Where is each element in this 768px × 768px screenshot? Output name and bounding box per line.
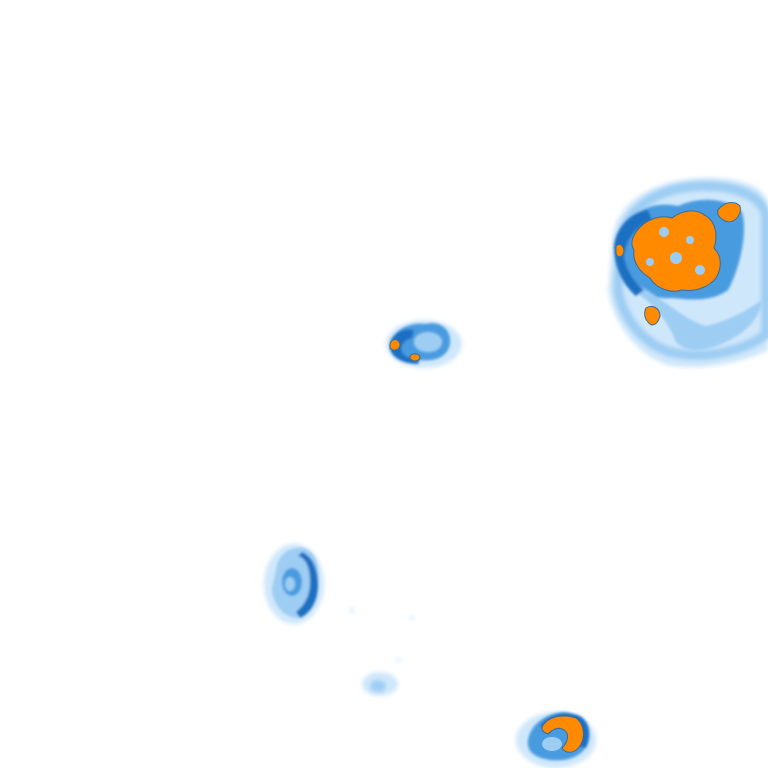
- core-hole: [646, 258, 654, 266]
- faint-dot: [396, 658, 400, 662]
- large-cluster-top-right: [608, 177, 768, 368]
- faint-dot: [350, 608, 354, 612]
- core-hole: [695, 265, 705, 275]
- faint-speck-light: [370, 680, 386, 692]
- faint-dot: [410, 616, 414, 620]
- large-cluster-lower-lace: [632, 286, 762, 351]
- small-cluster-deep: [389, 329, 420, 364]
- large-cluster-deep-edge: [614, 210, 652, 296]
- large-cluster-core-fragment-c: [615, 243, 625, 258]
- core-hole: [670, 252, 682, 264]
- cluster-bottom-center: [516, 712, 596, 768]
- small-cluster-core-a: [389, 339, 401, 351]
- small-cluster-core-b: [409, 353, 421, 362]
- small-cluster-center: [386, 320, 462, 368]
- cluster-lower-left: [264, 544, 324, 624]
- lower-left-deep-edge: [296, 552, 318, 618]
- core-hole: [686, 236, 694, 244]
- bottom-cluster-core: [541, 715, 584, 753]
- bottom-cluster-light: [542, 737, 562, 751]
- faint-speck-lower-center: [350, 608, 414, 696]
- large-cluster-core-fragment-b: [644, 305, 661, 326]
- large-cluster-light-ring: [612, 180, 768, 361]
- core-hole: [659, 227, 669, 237]
- large-cluster-core-fragment-a: [717, 202, 741, 223]
- lower-left-inner: [285, 577, 295, 591]
- small-cluster-light: [414, 332, 442, 352]
